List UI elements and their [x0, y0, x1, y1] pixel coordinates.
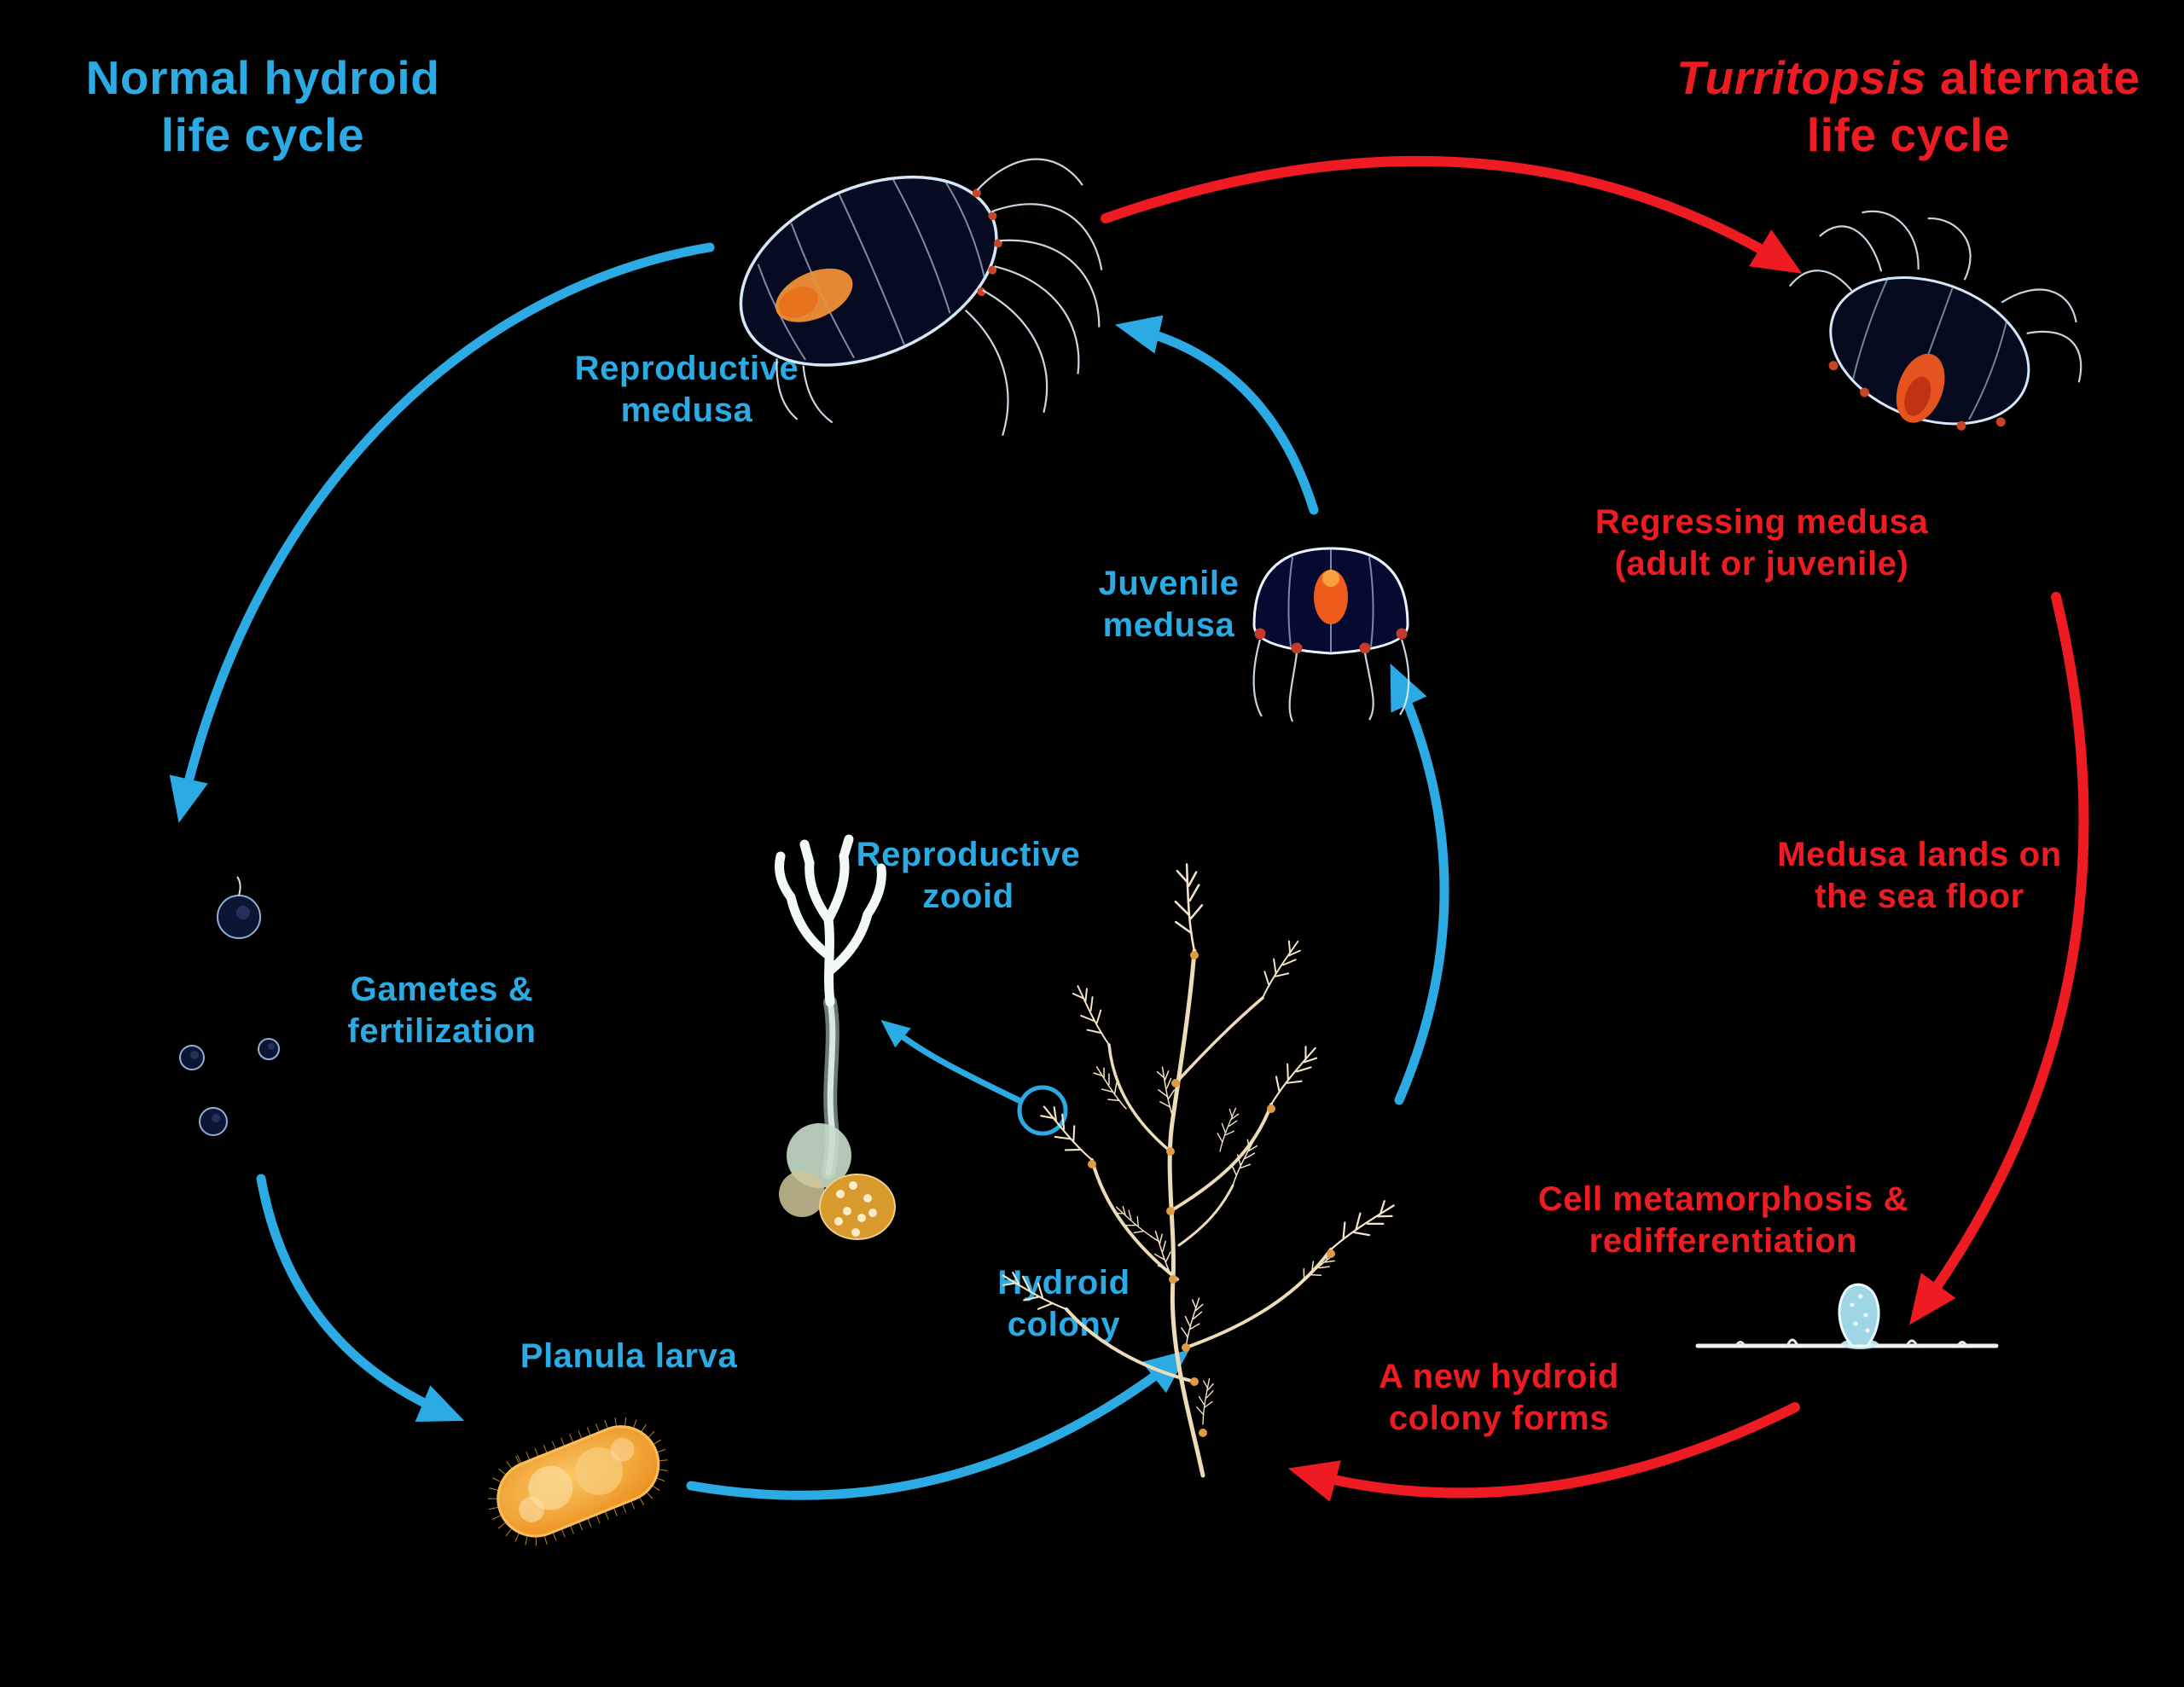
label-new-colony-forms: A new hydroid colony forms: [1379, 1358, 1619, 1437]
label-regressing-medusa: Regressing medusa (adult or juvenile): [1594, 503, 1929, 583]
label-reproductive-zooid: Reproductive zooid: [856, 836, 1081, 915]
label-planula-larva: Planula larva: [520, 1337, 738, 1375]
arrow-colony-to-zooid: [880, 1019, 1022, 1104]
hydroid-colony-illustration: [947, 861, 1442, 1493]
planula-larva-illustration: [461, 1388, 691, 1576]
arrow-juvenile-to-medusa: [1114, 315, 1319, 515]
title-species-name: Turritopsis: [1676, 51, 1927, 104]
arrow-colony-to-juvenile: [1390, 663, 1449, 1105]
reproductive-medusa-illustration: [717, 136, 1118, 478]
title-alternate-rest: alternate: [1926, 51, 2140, 104]
juvenile-medusa-illustration: [1233, 519, 1429, 723]
arrow-regressing-to-seafloor: [1909, 592, 2089, 1325]
zooid-callout-circle: [1017, 1085, 1068, 1136]
title-normal-cycle: Normal hydroid life cycle: [85, 51, 440, 162]
label-reproductive-medusa: Reproductive medusa: [574, 350, 799, 429]
arrow-medusa-to-regressing: [1101, 155, 1803, 274]
reproductive-zooid-illustration: [721, 819, 934, 1262]
label-hydroid-colony: Hydroid colony: [997, 1264, 1130, 1343]
arrow-medusa-to-gametes: [169, 242, 715, 824]
title-alternate-line2: life cycle: [1806, 108, 2011, 162]
label-cell-metamorphosis: Cell metamorphosis & redifferentiation: [1537, 1180, 1909, 1260]
gametes-illustration: [166, 866, 337, 1173]
label-gametes-fertilization: Gametes & fertilization: [347, 971, 537, 1050]
arrow-gametes-to-planula: [256, 1174, 465, 1422]
label-juvenile-medusa: Juvenile medusa: [1098, 565, 1240, 644]
arrow-planula-to-colony: [686, 1349, 1190, 1500]
regressing-medusa-illustration: [1766, 210, 2082, 520]
new-colony-cyst-illustration: [1685, 1245, 2009, 1373]
label-medusa-lands: Medusa lands on the sea floor: [1777, 836, 2062, 915]
arrow-cyst-to-colony: [1287, 1402, 1800, 1502]
